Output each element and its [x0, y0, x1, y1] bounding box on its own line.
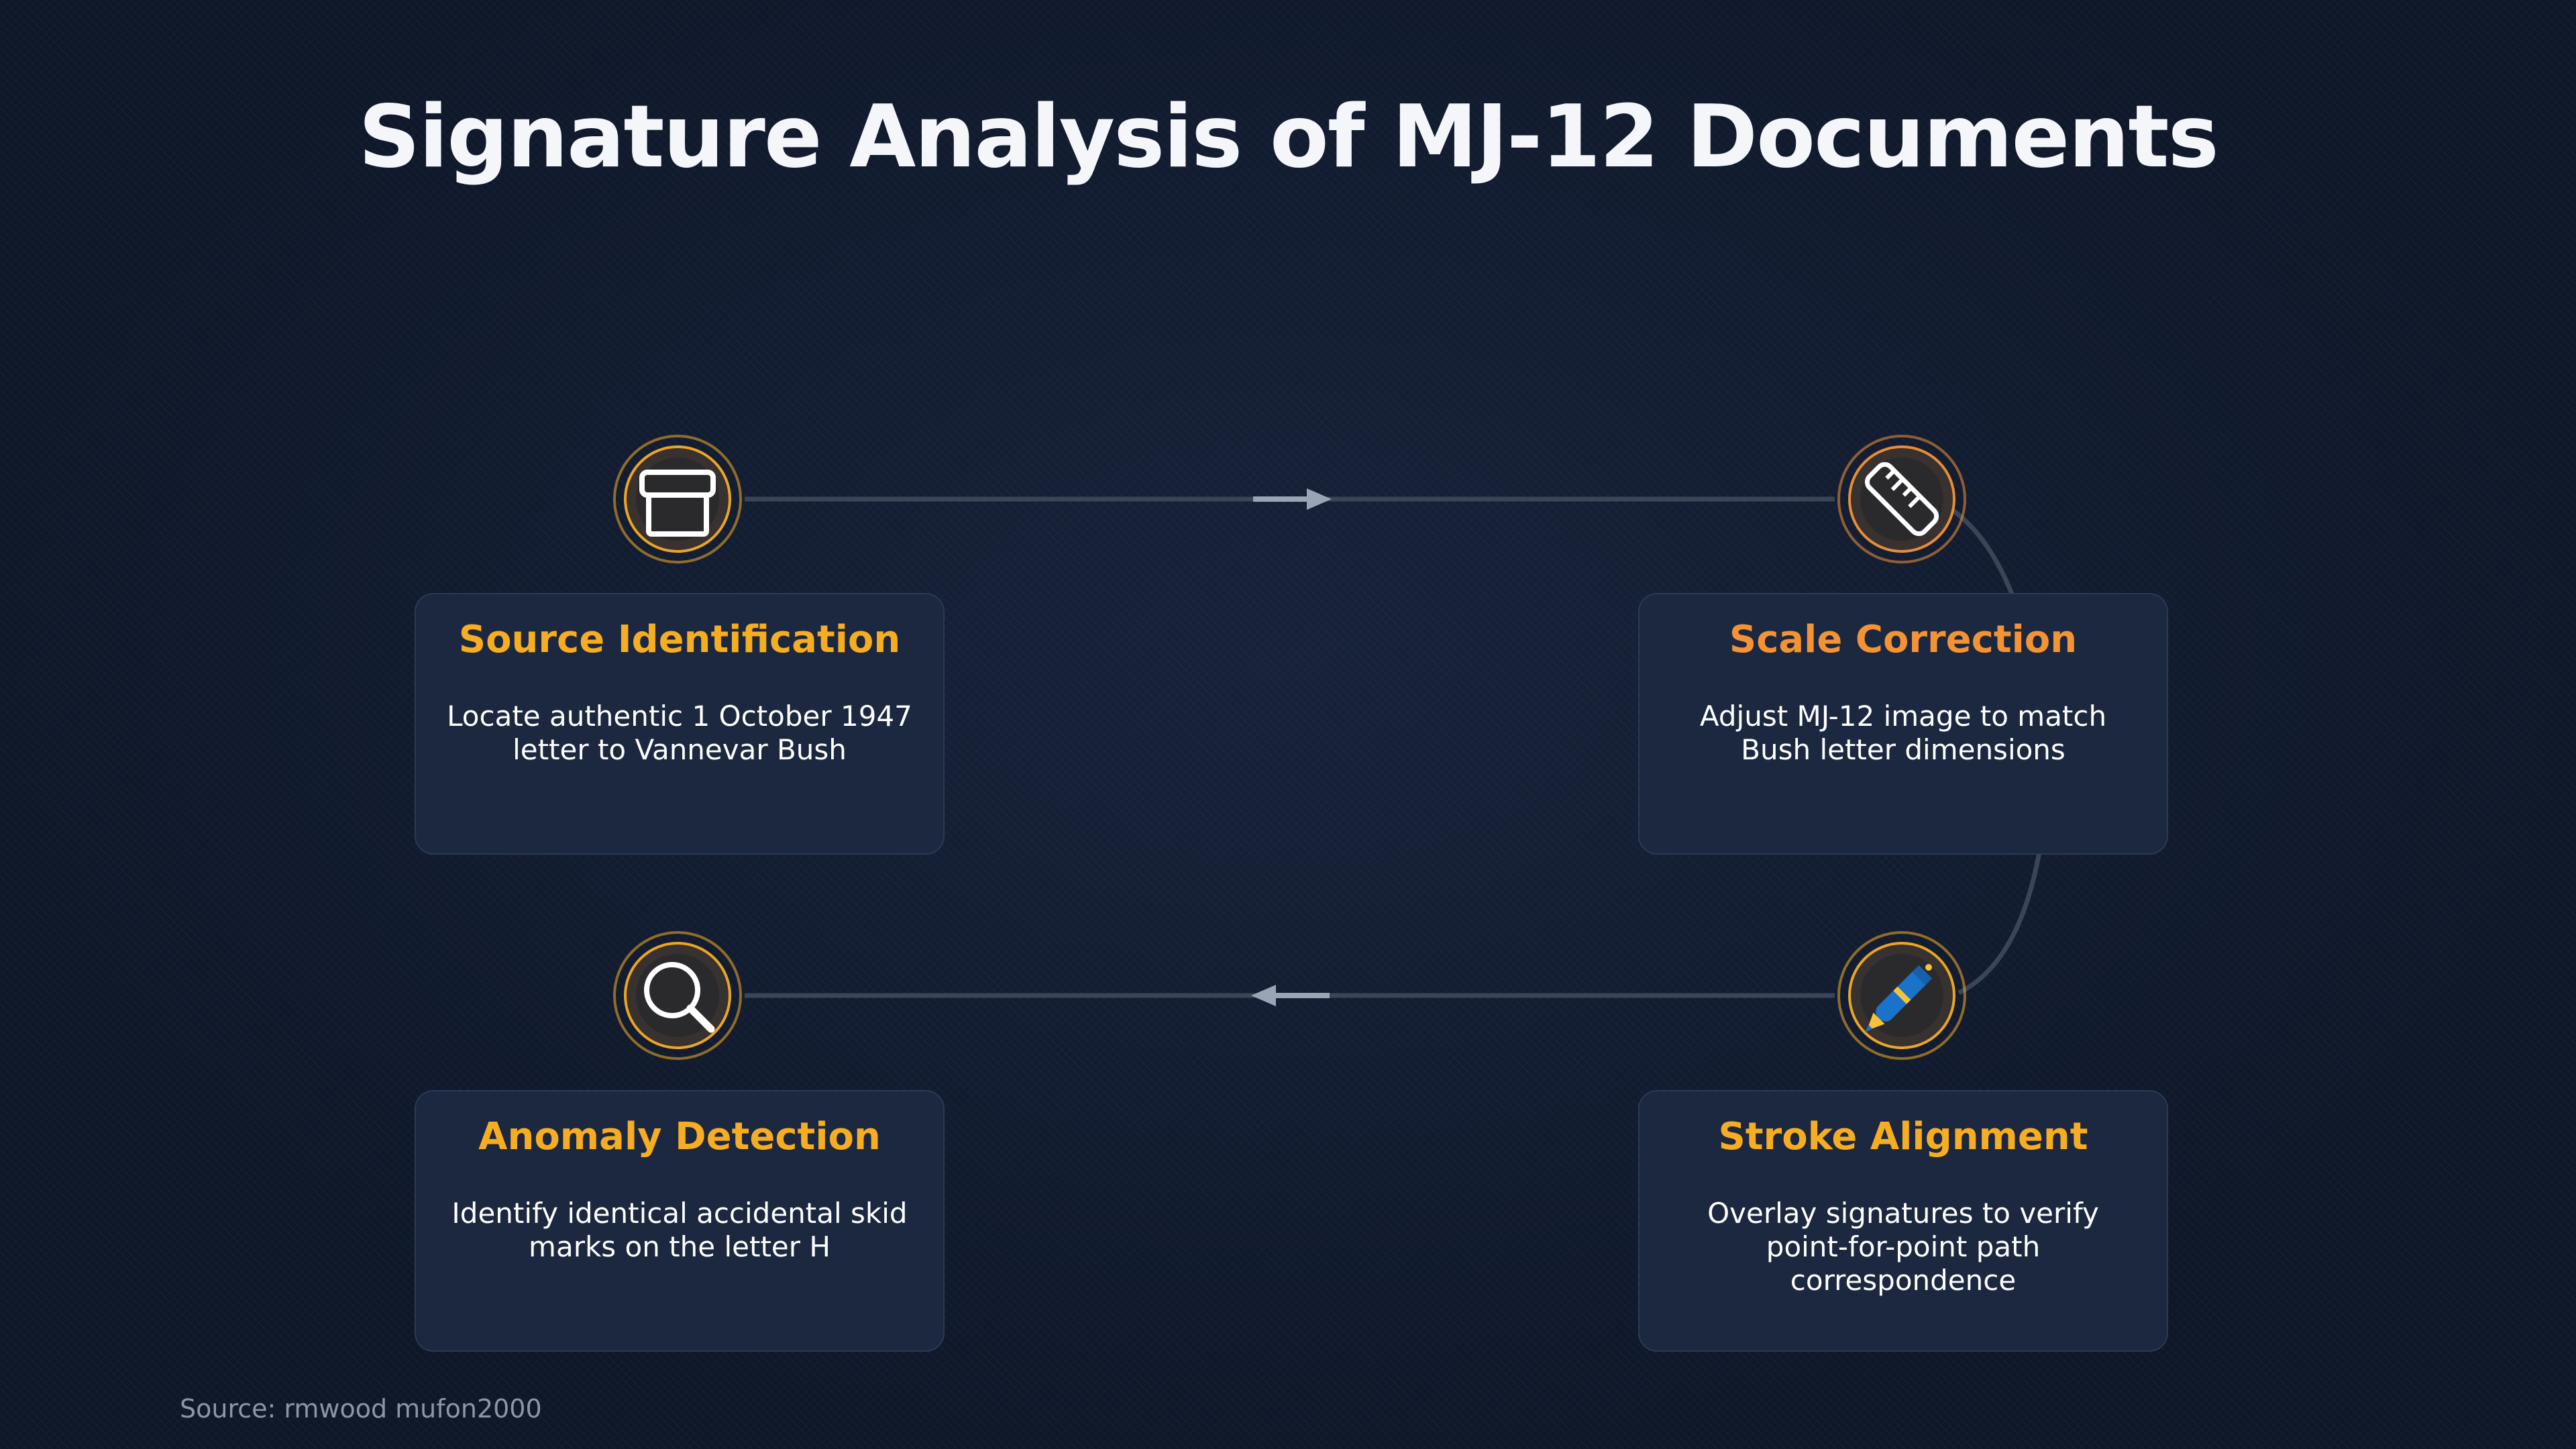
node-stroke-alignment [1835, 928, 1969, 1063]
card-description: Overlay signatures to verify point-for-p… [1707, 1197, 2099, 1297]
card-source-identification: Source Identification Locate authentic 1… [415, 593, 945, 855]
node-source-identification [610, 432, 745, 566]
card-description: Identify identical accidental skid marks… [451, 1197, 908, 1264]
card-scale-correction: Scale Correction Adjust MJ-12 image to m… [1638, 593, 2168, 855]
ruler-icon [1837, 435, 1966, 564]
page-title: Signature Analysis of MJ-12 Documents [358, 87, 2219, 187]
arrow-right-icon [1253, 488, 1332, 510]
archive-box-icon [613, 435, 742, 564]
magnifying-glass-icon [613, 931, 742, 1060]
card-anomaly-detection: Anomaly Detection Identify identical acc… [415, 1090, 945, 1352]
card-title: Scale Correction [1729, 618, 2078, 661]
source-caption: Source: rmwood mufon2000 [180, 1394, 542, 1424]
fountain-pen-icon [1837, 931, 1966, 1060]
card-description: Adjust MJ-12 image to match Bush letter … [1699, 700, 2107, 767]
card-stroke-alignment: Stroke Alignment Overlay signatures to v… [1638, 1090, 2168, 1352]
node-anomaly-detection [610, 928, 745, 1063]
card-title: Source Identification [458, 618, 901, 661]
arrow-left-icon [1251, 985, 1330, 1006]
node-scale-correction [1835, 432, 1969, 566]
card-title: Anomaly Detection [478, 1115, 881, 1159]
card-title: Stroke Alignment [1718, 1115, 2088, 1159]
card-description: Locate authentic 1 October 1947 letter t… [447, 700, 912, 767]
